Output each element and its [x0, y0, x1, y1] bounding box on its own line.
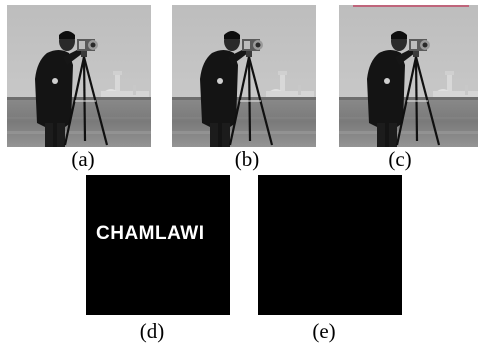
cameraman-image-a — [7, 5, 151, 147]
caption-b: (b) — [234, 147, 260, 171]
caption-c: (c) — [388, 147, 412, 171]
extracted-black-image — [258, 175, 402, 315]
watermark-text: CHAMLAWI — [96, 223, 204, 244]
cameraman-image-c — [339, 5, 478, 147]
caption-a: (a) — [71, 147, 95, 171]
caption-d: (d) — [139, 319, 165, 343]
watermark-image: CHAMLAWI — [86, 175, 230, 315]
caption-e: (e) — [312, 319, 336, 343]
cameraman-image-b — [172, 5, 316, 147]
